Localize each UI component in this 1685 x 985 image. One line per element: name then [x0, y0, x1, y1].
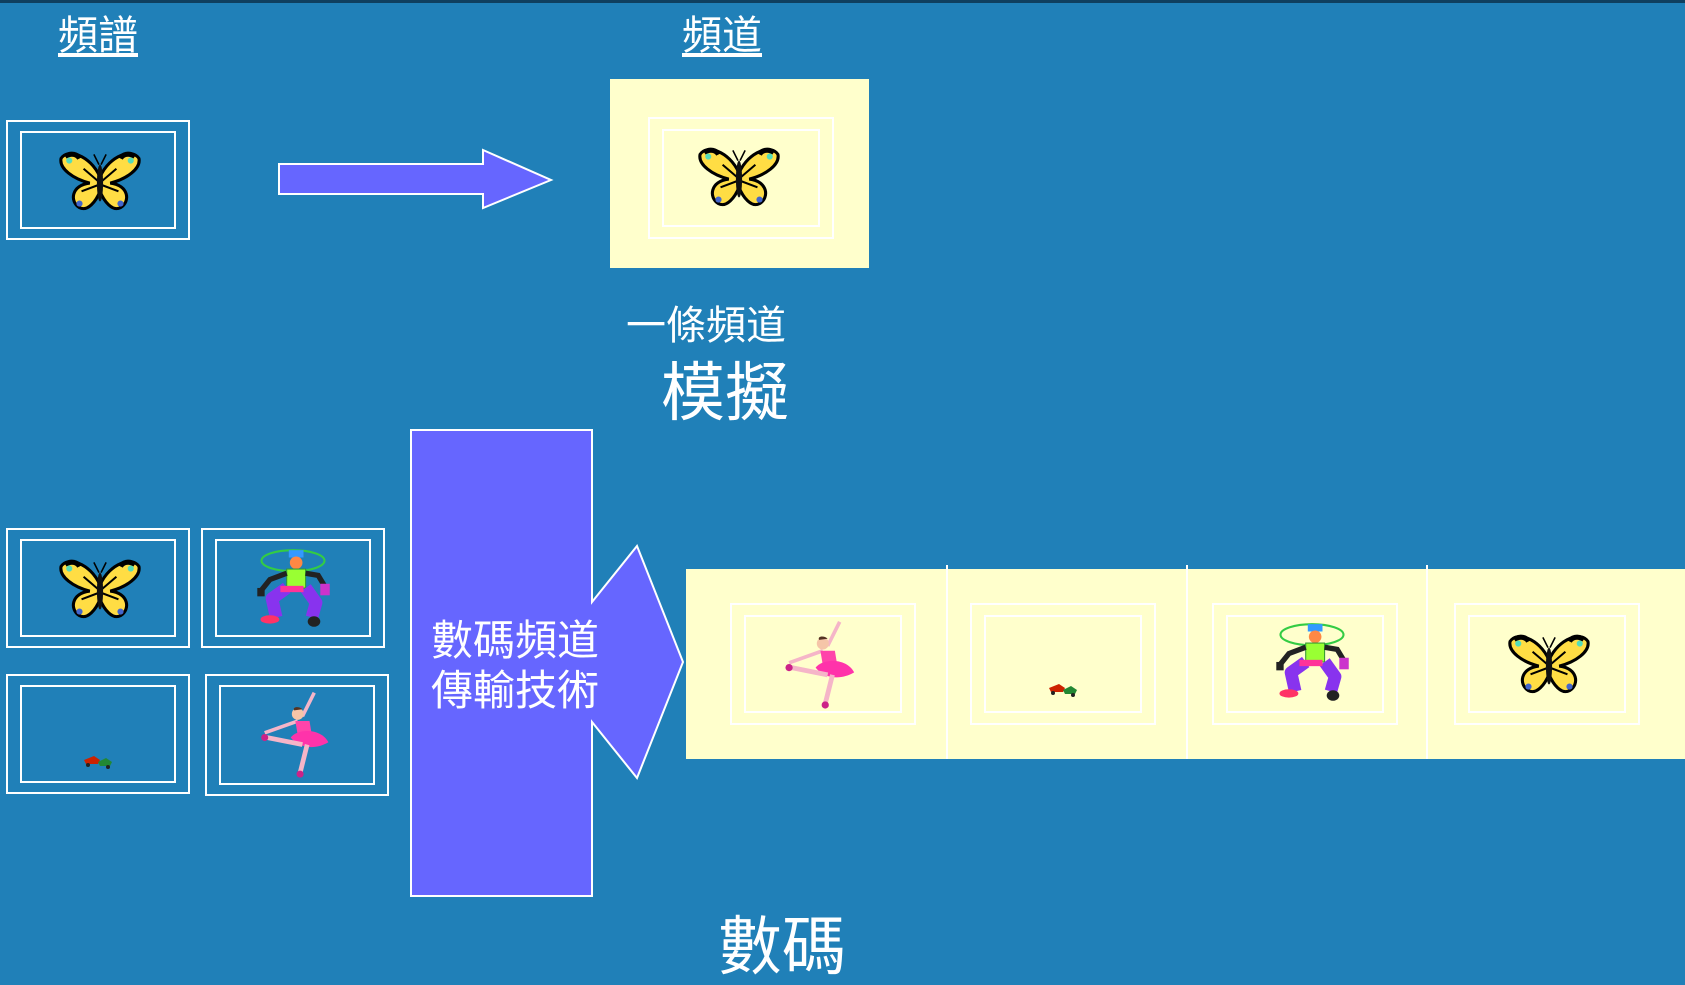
butterfly-icon: [59, 554, 141, 622]
hiphop-dancer-icon: [251, 548, 335, 630]
digital-slot-frame-inner: [744, 615, 902, 713]
ballerina-icon: [253, 688, 333, 780]
digital-slot-frame-inner: [1226, 615, 1384, 713]
spectrum-frame-car: [6, 674, 190, 794]
frame-inner: [219, 685, 375, 785]
digital-slot-frame: [970, 603, 1156, 725]
digital-slot-frame-inner: [984, 615, 1142, 713]
toy-car-icon: [1049, 684, 1077, 697]
digital-caption: 數碼: [718, 911, 846, 985]
digital-slot-frame: [730, 603, 916, 725]
digital-transmit-arrow: [410, 429, 685, 897]
butterfly-icon: [59, 146, 141, 214]
analog-caption: 模擬: [661, 357, 789, 431]
analog-channel-box: [610, 79, 869, 268]
one-channel-caption: 一條頻道: [626, 303, 786, 349]
channel-heading: 頻道: [682, 13, 762, 59]
slot-divider: [1186, 565, 1188, 759]
frame-inner: [20, 539, 176, 637]
spectrum-frame-butterfly: [6, 528, 190, 648]
digital-channel-strip: [686, 565, 1685, 759]
frame-inner: [20, 685, 176, 783]
digital-slot-frame: [1454, 603, 1640, 725]
analog-transmit-arrow: [278, 148, 554, 210]
analog-channel-frame-inner: [662, 129, 820, 227]
hiphop-dancer-icon: [1270, 622, 1354, 704]
slot-divider: [946, 565, 948, 759]
frame-inner: [215, 539, 371, 637]
spectrum-frame-dancer: [201, 528, 385, 648]
spectrum-frame-inner: [20, 131, 176, 229]
spectrum-frame-ballerina: [205, 674, 389, 796]
analog-channel-frame: [648, 117, 834, 239]
spectrum-frame: [6, 120, 190, 240]
butterfly-icon: [698, 142, 780, 210]
top-border-line: [0, 0, 1685, 3]
slot-divider: [1426, 565, 1428, 759]
toy-car-icon: [84, 756, 112, 769]
butterfly-icon: [1508, 629, 1590, 697]
digital-label-line1: 數碼頻道: [431, 616, 600, 665]
spectrum-heading: 頻譜: [58, 13, 138, 59]
digital-label-line2: 傳輸技術: [431, 666, 600, 715]
digital-slot-frame-inner: [1468, 615, 1626, 713]
digital-slot-frame: [1212, 603, 1398, 725]
ballerina-icon: [778, 617, 858, 711]
